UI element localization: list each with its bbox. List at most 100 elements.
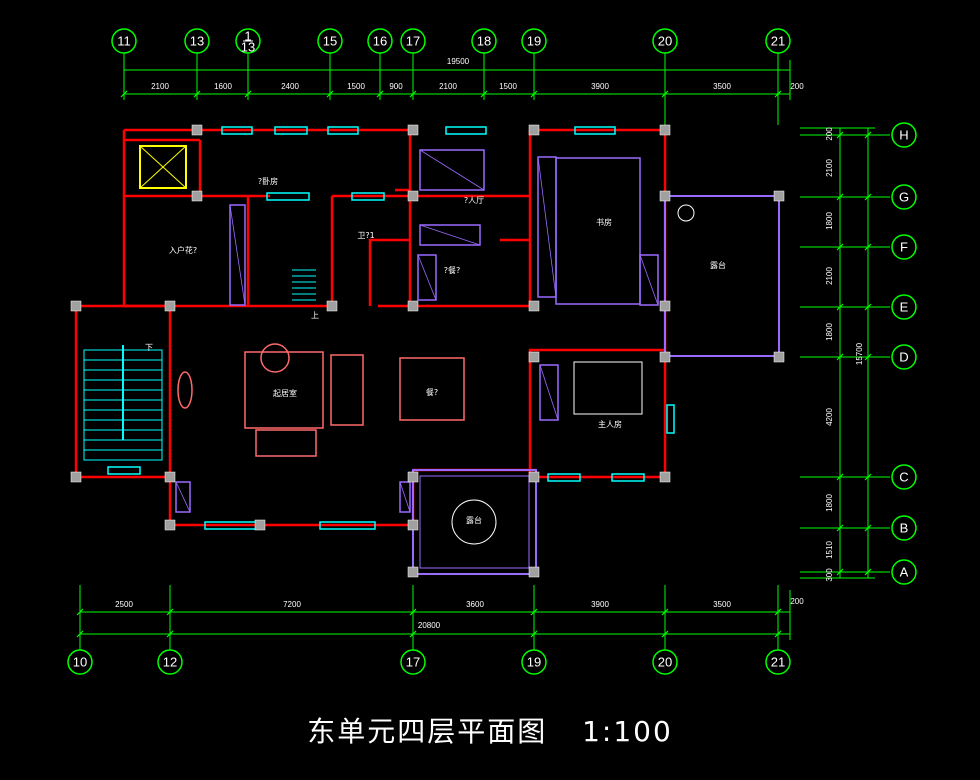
cabinet	[175, 481, 191, 513]
cabinet-cross	[419, 224, 481, 246]
column	[659, 190, 671, 202]
right-dim-3: 1800	[825, 212, 834, 230]
bottom-axis-bubble-label: 17	[406, 655, 420, 670]
wall	[368, 238, 410, 306]
top-axis-bubble-label: 19	[527, 34, 541, 49]
top-dim-6: 2100	[439, 82, 457, 91]
right-dim-8: 1510	[825, 541, 834, 559]
cabinet	[419, 149, 485, 191]
sofa-right	[330, 354, 364, 426]
column	[407, 190, 419, 202]
top-dim-8: 3900	[591, 82, 609, 91]
top-dim-end: 200	[790, 82, 804, 91]
right-axis-bubble-label: E	[900, 300, 909, 315]
window	[611, 473, 645, 482]
top-axis-bubble-label: 1	[244, 29, 251, 44]
right-tick	[864, 193, 872, 201]
sofa-bottom	[255, 429, 317, 457]
wall	[332, 194, 412, 308]
top-tick	[409, 90, 417, 98]
right-axis-bubble-label: D	[899, 350, 908, 365]
right-tick	[864, 353, 872, 361]
axis-grid-lines	[79, 53, 890, 650]
top-total-dim: 19500	[447, 57, 470, 66]
right-tick	[836, 243, 844, 251]
bottom-dim-end: 200	[790, 597, 804, 606]
bottom-total-dim: 20800	[418, 621, 441, 630]
column	[659, 471, 671, 483]
dining-table	[399, 357, 465, 421]
right-axis-bubble-label: G	[899, 190, 909, 205]
window	[574, 126, 616, 135]
right-tick	[836, 473, 844, 481]
right-tick	[836, 193, 844, 201]
room-living-label: 起居室	[273, 388, 297, 398]
right-dims: 200 2100 1800 2100 1800 4200 1800 1510 3…	[825, 127, 864, 582]
right-axis-bubble-circle	[891, 122, 917, 148]
right-axis-bubble-circle	[891, 464, 917, 490]
column	[70, 300, 82, 312]
bottom-axis-bubble-circle	[157, 649, 183, 675]
column	[164, 471, 176, 483]
column	[407, 471, 419, 483]
window	[266, 192, 310, 201]
top-axis-bubble-label: 13	[190, 34, 204, 49]
cabinet	[539, 364, 559, 421]
bottom-dim-4: 3900	[591, 600, 609, 609]
bottom-dims: 2500 7200 3600 3900 3500 200 20800	[115, 597, 804, 630]
bottom-axis-bubble-label: 20	[658, 655, 672, 670]
terrace-plant	[677, 204, 695, 222]
bottom-tick	[409, 630, 417, 638]
window-vertical	[666, 404, 675, 434]
column	[191, 190, 203, 202]
bottom-tick	[774, 630, 782, 638]
room-entrance-label: 入户花?	[169, 245, 197, 255]
terrace-right-outline	[664, 195, 780, 357]
right-tick	[864, 473, 872, 481]
top-axis-bubble-label: 20	[658, 34, 672, 49]
top-axis-bubble-circle	[111, 28, 137, 54]
room-labels: 入户花? ?卧房 卫?1 ?人厅 ?餐? 书房 露台 起居室 餐? 主人房 露台…	[145, 176, 726, 525]
bottom-tick	[409, 608, 417, 616]
right-axis-bubble-label: A	[900, 565, 909, 580]
column	[70, 471, 82, 483]
bottom-dim-1: 2500	[115, 600, 133, 609]
window	[351, 192, 385, 201]
top-axis-bubble-circle	[317, 28, 343, 54]
drawing-scale: 1:100	[582, 715, 673, 748]
top-tick	[774, 90, 782, 98]
top-dims: 2100 1600 2400 1500 900 2100 1500 3900 3…	[151, 82, 804, 91]
bottom-axis-bubble-label: 10	[73, 655, 87, 670]
column	[407, 300, 419, 312]
top-dim-3: 2400	[281, 82, 299, 91]
top-tick	[120, 90, 128, 98]
right-tick	[864, 243, 872, 251]
terrace-bottom-inner	[419, 475, 530, 569]
bottom-tick	[774, 608, 782, 616]
walls	[74, 128, 780, 575]
right-dim-7: 1800	[825, 494, 834, 512]
top-axis-bubble-label: 17	[406, 34, 420, 49]
wall	[528, 306, 667, 477]
stair-down-label: 下	[145, 343, 153, 352]
bottom-tick	[530, 630, 538, 638]
bottom-axis-bubble-circle	[400, 649, 426, 675]
room-dining-label: 餐?	[426, 388, 438, 397]
wall	[395, 130, 412, 192]
right-dim-6: 4200	[825, 408, 834, 426]
column	[773, 190, 785, 202]
bottom-dim-5: 3500	[713, 600, 731, 609]
window	[319, 521, 376, 530]
stair-up-label: 上	[311, 311, 319, 320]
bottom-tick	[76, 608, 84, 616]
top-tick	[480, 90, 488, 98]
bottom-tick	[661, 608, 669, 616]
room-guest-bedroom-label: ?卧房	[258, 176, 278, 186]
room-bath-label: 卫?1	[357, 231, 374, 240]
right-axis-bubble-circle	[891, 294, 917, 320]
terrace-table	[451, 499, 497, 545]
master-bed	[573, 361, 643, 415]
bottom-tick	[166, 608, 174, 616]
